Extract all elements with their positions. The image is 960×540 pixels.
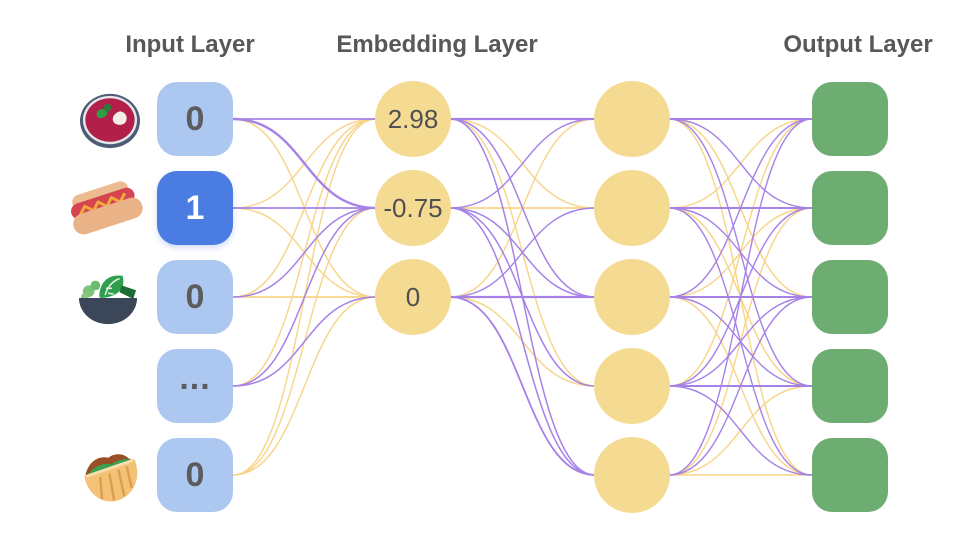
input-node-3-value: 0 [185,277,205,316]
salad-bowl-icon [75,268,141,333]
embedding-node-1-value: 2.98 [387,103,439,134]
hidden-node-3 [594,259,670,335]
edge-purple [668,385,813,476]
embedding-node-3-value: 0 [405,281,421,312]
edge-purple [232,207,377,387]
embedding-layer-title: Embedding Layer [336,31,538,58]
output-layer-title: Output Layer [783,31,933,58]
edges-input-to-embedding [231,117,378,476]
output-node-3 [812,260,888,334]
input-node-5-value: 0 [185,455,205,494]
input-layer-title: Input Layer [125,31,255,58]
hidden-node-2 [594,170,670,246]
input-node-3: 0 [157,260,233,334]
edge-purple [232,296,377,387]
hidden-node-4 [594,348,670,424]
edges-hidden-to-output [668,117,813,476]
borscht-bowl-icon [77,91,143,156]
edge-purple [449,118,596,209]
input-node-2: 1 [157,171,233,245]
edge-yellow [232,296,377,476]
edge-purple [449,207,596,476]
edge-purple [668,118,813,209]
edge-purple [668,296,813,387]
edge-purple [449,296,596,476]
output-node-2 [812,171,888,245]
hot-dog-icon [64,179,146,240]
embedding-node-3: 0 [375,259,451,335]
output-node-4 [812,349,888,423]
hidden-node-5 [594,437,670,513]
output-node-5 [812,438,888,512]
edge-purple [668,118,813,476]
embedding-node-1: 2.98 [375,81,451,157]
edge-purple [668,118,813,298]
input-node-ellipsis-value: ... [179,358,211,397]
edge-purple [231,117,378,210]
edge-purple [449,118,596,298]
embedding-node-2-value: -0.75 [383,192,443,223]
hidden-node-1 [594,81,670,157]
edge-purple [232,207,377,298]
input-node-2-value: 1 [185,188,205,227]
edge-purple [668,207,813,298]
input-node-1: 0 [157,82,233,156]
pita-icon [79,446,143,513]
edge-purple [449,207,596,298]
edge-purple [668,296,813,476]
input-node-5: 0 [157,438,233,512]
output-node-1 [812,82,888,156]
input-node-1-value: 0 [185,99,205,138]
input-node-ellipsis: ... [157,349,233,423]
embedding-node-2: -0.75 [375,170,451,246]
edges-embedding-to-hidden [448,117,597,476]
